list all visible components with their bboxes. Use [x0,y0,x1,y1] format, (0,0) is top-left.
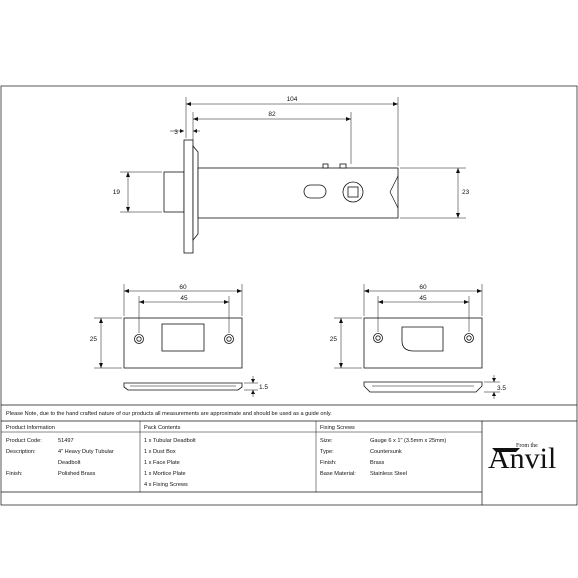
product-code-label: Product Code: [6,438,42,444]
screw-size-value: Gauge 6 x 1" (3.5mm x 25mm) [370,438,446,444]
screw-finish-label: Finish: [320,460,337,466]
case-tab [322,163,329,169]
screw-size-label: Size: [320,438,333,444]
dim-face-thickness: 3 [174,129,178,136]
dim-mortice-plate-thickness: 3.5 [497,385,506,392]
face-plate-front-view: 60 45 25 1.5 [90,284,268,397]
dim-mortice-plate-hole-spacing: 45 [419,295,427,302]
mortice-aperture [401,326,444,352]
mortice-plate-front-view: 60 45 25 3.5 [330,284,506,399]
case-body [197,167,399,219]
brand-name: Anvil [488,442,556,475]
face-plate-side [183,139,194,254]
pack-item: 4 x Fixing Screws [144,482,188,488]
dim-face-plate-thickness: 1.5 [259,384,268,391]
screw-type-value: Countersunk [370,449,402,455]
bolt-head [163,171,185,213]
dim-overall-length: 104 [287,96,298,103]
dim-face-plate-height: 25 [90,336,98,343]
dim-bolt-height: 19 [113,189,121,196]
anvil-icon [492,448,520,452]
info-table [1,404,577,505]
fixing-screws-rows: Size: Gauge 6 x 1" (3.5mm x 25mm) Type: … [320,438,446,477]
case-tab [339,163,347,169]
finish-value: Polished Brass [58,471,96,477]
dim-mortice-plate-width: 60 [419,284,427,291]
dim-face-plate-width: 60 [179,284,187,291]
bolt-aperture [161,323,205,352]
screw-material-label: Base Material: [320,471,356,477]
description-value: 4" Heavy Duty Tubular [58,449,114,455]
product-info-rows: Product Code: 51497 Description: 4" Heav… [6,438,114,477]
product-code-value: 51497 [58,438,74,444]
dim-face-plate-hole-spacing: 45 [180,295,188,302]
disclaimer-note: Please Note, due to the hand crafted nat… [6,411,332,417]
anvil-logo: From the Anvil [488,442,556,475]
brand-tagline: From the [516,443,538,449]
face-collar [192,144,199,242]
screw-finish-value: Brass [370,460,385,466]
dim-case-length: 82 [268,111,276,118]
screw-type-label: Type: [320,449,334,455]
screw-material-value: Stainless Steel [370,471,407,477]
pack-item: 1 x Face Plate [144,460,180,466]
fixing-screws-header: Fixing Screws [320,425,355,431]
pack-contents-header: Pack Contents [144,425,181,431]
description-label: Description: [6,449,36,455]
case-slot-hole [303,184,327,199]
product-info-header: Product Information [6,425,55,431]
mortice-plate-edge [363,381,483,393]
pack-item: 1 x Dust Box [144,449,176,455]
description-value-cont: Deadbolt [58,460,81,466]
pack-item: 1 x Mortice Plate [144,471,186,477]
case-rear-notch [389,175,399,209]
dim-mortice-plate-height: 25 [330,336,338,343]
face-plate-edge [123,382,243,391]
spindle-square [347,186,359,198]
pack-contents-list: 1 x Tubular Deadbolt 1 x Dust Box 1 x Fa… [144,438,196,488]
pack-item: 1 x Tubular Deadbolt [144,438,196,444]
finish-label: Finish: [6,471,23,477]
dim-case-height: 23 [462,189,470,196]
drawing-frame [0,85,578,506]
deadbolt-side-view: 104 82 3 19 23 [113,96,470,254]
